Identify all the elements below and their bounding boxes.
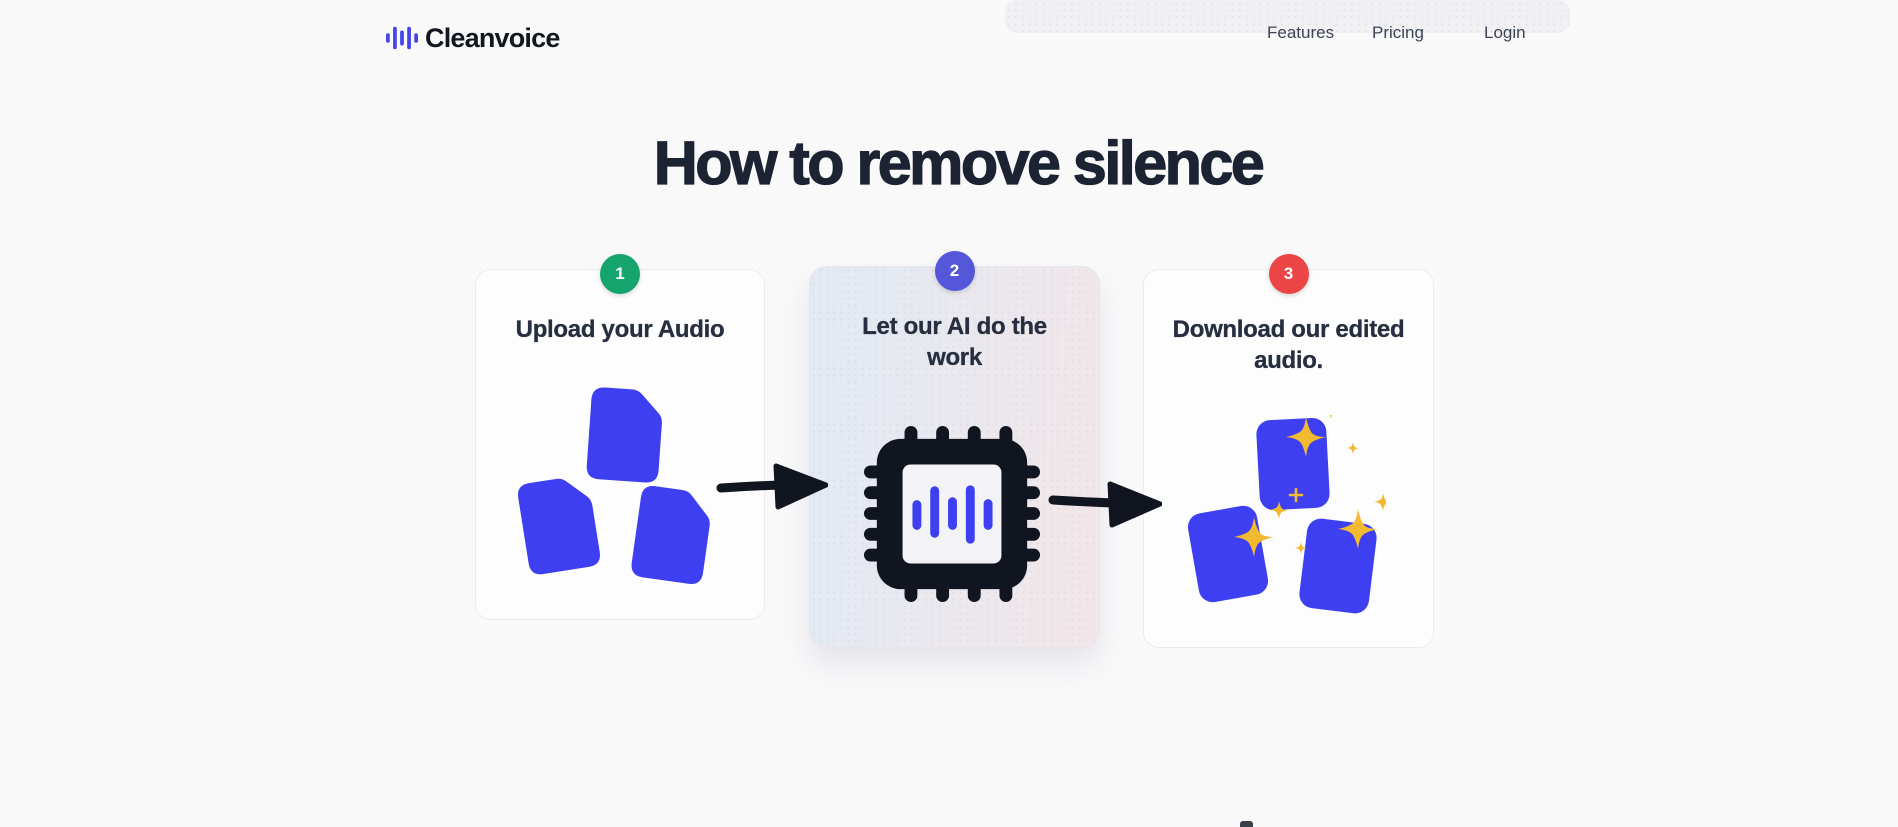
arrow-right-icon	[716, 463, 828, 510]
step-title-2: Let our AI do the work	[862, 313, 1047, 371]
ai-chip-waveform-illustration	[863, 425, 1041, 603]
step-card-download-audio: 3 Download our edited audio.	[1143, 254, 1434, 648]
step-number-3: 3	[1283, 264, 1294, 283]
page-title: How to remove silence	[653, 128, 1265, 197]
step-number-badge-1: 1	[600, 254, 640, 294]
step-title-3: Download our edited audio.	[1172, 316, 1405, 374]
header-decorative-panel	[1005, 0, 1570, 33]
step-number-2: 2	[949, 261, 960, 280]
arrow-right-icon	[1048, 481, 1162, 528]
nav-link-pricing[interactable]: Pricing	[1372, 23, 1424, 42]
nav-link-features[interactable]: Features	[1267, 23, 1335, 42]
step-number-1: 1	[615, 264, 625, 283]
edited-files-sparkles-illustration	[1186, 415, 1386, 615]
step-card-upload-audio: 1 Upload your Audio	[475, 254, 765, 620]
step-number-badge-3: 3	[1268, 254, 1309, 294]
below-fold-content-peek	[1240, 821, 1253, 827]
step-number-badge-2: 2	[934, 251, 975, 291]
step-title-1: Upload your Audio	[515, 316, 725, 343]
logo-wordmark: Cleanvoice	[425, 22, 560, 53]
audio-files-illustration	[516, 386, 715, 585]
nav-link-login[interactable]: Login	[1484, 23, 1526, 42]
cleanvoice-logo[interactable]: Cleanvoice	[386, 20, 560, 56]
waveform-logo-icon	[386, 26, 418, 50]
step-card-ai-work: 2 Let our AI do the work	[809, 251, 1100, 648]
